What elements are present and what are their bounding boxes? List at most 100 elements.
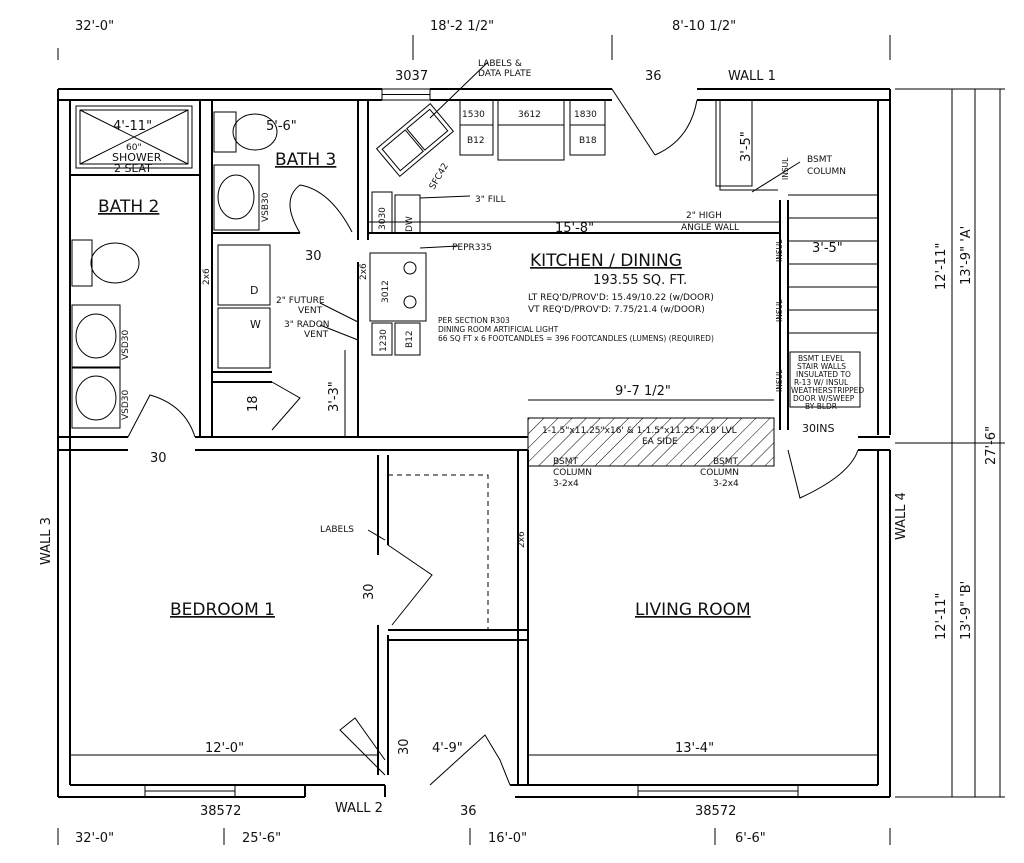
- wall-3-label: WALL 3: [39, 517, 54, 565]
- bottom-dim-4: 6'-6": [735, 831, 766, 846]
- col-right-1: BSMT: [713, 457, 738, 467]
- labels-data-plate-1: LABELS &: [478, 59, 522, 69]
- dryer-label: D: [250, 284, 258, 297]
- room-bath3: BATH 3: [275, 150, 336, 170]
- wall-4-label: WALL 4: [894, 492, 909, 540]
- door-30-bath2: 30: [150, 451, 167, 466]
- lvl-beam: [527, 417, 775, 467]
- right-dim-a-inner: 12'-11": [934, 243, 949, 290]
- stairs: [788, 194, 878, 334]
- wall-2x6-b: 2x6: [359, 263, 369, 280]
- top-dim-1: 32'-0": [75, 19, 114, 34]
- door-36-bottom: 36: [460, 804, 477, 819]
- vanity-bath2-upper: [71, 304, 121, 368]
- kitchen-vt-note: VT REQ'D/PROV'D: 7.75/21.4 (w/DOOR): [528, 305, 705, 315]
- cab-1230: 1230: [379, 329, 389, 352]
- cab-vsb30: VSB30: [261, 192, 271, 222]
- door-30-bath3: 30: [305, 249, 322, 264]
- cab-b12: B12: [467, 136, 485, 146]
- dim-bath3-width: 5'-6": [266, 119, 297, 134]
- right-dim-b-inner: 12'-11": [934, 593, 949, 640]
- future-vent-1: 2" FUTURE: [276, 296, 325, 306]
- dim-beam-length: 9'-7 1/2": [615, 384, 671, 399]
- washer: [217, 307, 271, 369]
- shower: [75, 105, 193, 169]
- room-bath2: BATH 2: [98, 197, 159, 217]
- right-dim-a-outer: 13'-9" 'A': [959, 226, 974, 285]
- door-30-bedroom: 30: [362, 583, 377, 600]
- dryer: [217, 244, 271, 306]
- col-right-2: COLUMN: [700, 468, 739, 478]
- pepr-note: PEPR335: [452, 243, 492, 253]
- col-left-3: 3-2x4: [553, 479, 579, 489]
- col-left-1: BSMT: [553, 457, 578, 467]
- labels-data-plate-2: DATA PLATE: [478, 69, 532, 79]
- room-kitchen: KITCHEN / DINING: [530, 251, 682, 271]
- dim-3-5-horiz: 3'-5": [812, 241, 843, 256]
- bottom-dim-1: 32'-0": [75, 831, 114, 846]
- window-38572-left: 38572: [200, 804, 241, 819]
- dimension-lines: [57, 35, 1005, 845]
- future-vent-2: VENT: [298, 306, 323, 316]
- wall-1-label: WALL 1: [728, 69, 776, 84]
- dim-hall-3-3: 3'-3": [327, 381, 342, 412]
- stair-note-6: DOOR W/SWEEP: [793, 394, 855, 403]
- right-dim-b-outer: 13'-9" 'B': [959, 581, 974, 640]
- fill-note: 3" FILL: [475, 195, 506, 205]
- right-dim-total: 27'-6": [984, 426, 999, 465]
- toilet-bath2: [71, 239, 140, 287]
- door-30ins: 30INS: [802, 422, 834, 435]
- wall-2x6-a: 2x6: [202, 268, 212, 285]
- wall-2x6-c: 2x6: [517, 531, 527, 548]
- bsmt-col-2: COLUMN: [807, 167, 846, 177]
- window-3037: 3037: [395, 69, 428, 84]
- cab-3030: 3030: [378, 207, 388, 230]
- cab-sfc42: SFC42: [428, 162, 451, 192]
- door-30-closet: 30: [397, 738, 412, 755]
- insul-2: INSUL: [775, 299, 784, 322]
- labels: 32'-0" 18'-2 1/2" 8'-10 1/2" 32'-0" 25'-…: [39, 19, 999, 846]
- cab-vsd30-a: VSD30: [121, 329, 131, 360]
- stair-note-7: BY BLDR: [805, 402, 837, 411]
- insul-1: INSUL: [775, 239, 784, 262]
- insul-3: INSUL: [775, 369, 784, 392]
- bottom-dim-3: 16'-0": [488, 831, 527, 846]
- stair-note-5: WEATHERSTRIPPED: [791, 386, 864, 395]
- dw-label: DW: [405, 216, 415, 232]
- stair-note-2: STAIR WALLS: [797, 362, 846, 371]
- vanity-bath3: [213, 164, 260, 231]
- door-36-top: 36: [645, 69, 662, 84]
- insul-4: INSUL: [781, 157, 790, 180]
- cab-3012: 3012: [381, 280, 391, 303]
- labels-note: LABELS: [320, 525, 354, 535]
- top-dim-2: 18'-2 1/2": [430, 19, 494, 34]
- bsmt-col-1: BSMT: [807, 155, 832, 165]
- angle-wall-2: ANGLE WALL: [681, 223, 739, 233]
- col-left-2: COLUMN: [553, 468, 592, 478]
- fixtures: [71, 99, 861, 467]
- wall-2-label: WALL 2: [335, 801, 383, 816]
- cab-18: 18: [246, 395, 261, 412]
- cab-3612: 3612: [518, 110, 541, 120]
- bottom-dim-2: 25'-6": [242, 831, 281, 846]
- cab-1830: 1830: [574, 110, 597, 120]
- room-living: LIVING ROOM: [635, 600, 751, 620]
- cab-1530: 1530: [462, 110, 485, 120]
- window-38572-right: 38572: [695, 804, 736, 819]
- dim-shower-width: 4'-11": [113, 119, 152, 134]
- dim-bedroom-width: 12'-0": [205, 741, 244, 756]
- stair-note-3: INSULATED TO: [796, 370, 851, 379]
- shower-label: SHOWER: [112, 151, 162, 164]
- shower-size: 60": [126, 143, 142, 153]
- shower-seat: 2 SEAT: [114, 162, 152, 175]
- stair-note-1: BSMT LEVEL: [798, 354, 845, 363]
- room-bedroom1: BEDROOM 1: [170, 600, 275, 620]
- range: [369, 252, 427, 322]
- kitchen-sink: [375, 103, 455, 177]
- dim-kitchen-width: 15'-8": [555, 221, 594, 236]
- dim-closet-width: 4'-9": [432, 741, 463, 756]
- radon-vent-1: 3" RADON: [284, 320, 330, 330]
- kitchen-area: 193.55 SQ. FT.: [593, 273, 687, 288]
- cab-b18: B18: [579, 136, 597, 146]
